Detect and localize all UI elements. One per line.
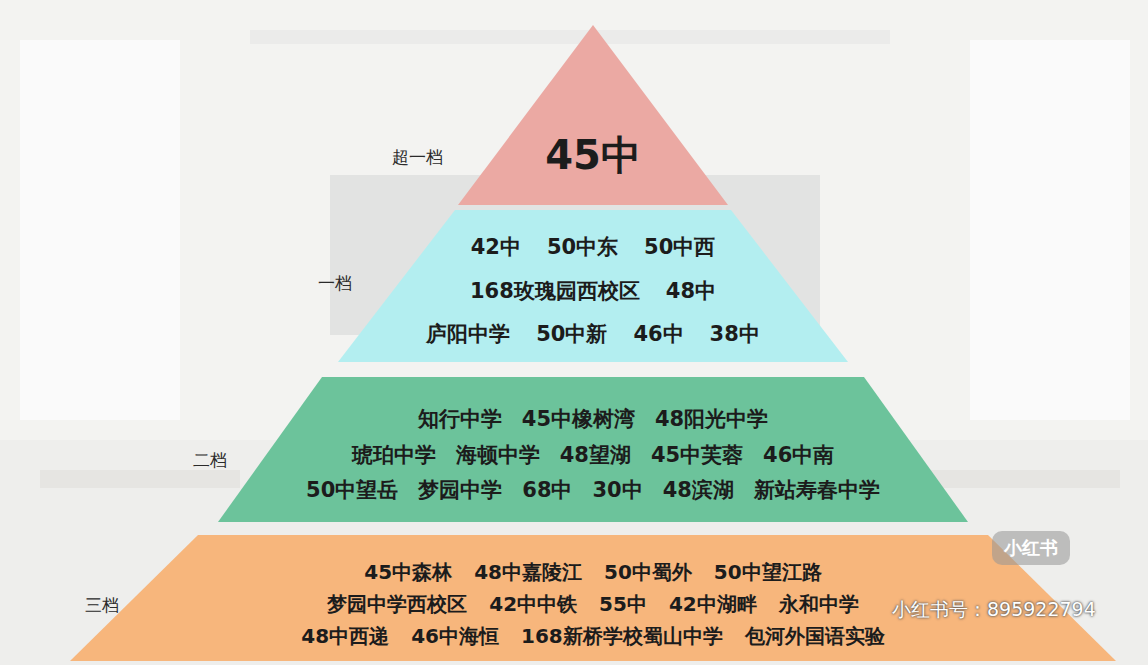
school-name: 海顿中学 — [456, 443, 540, 468]
school-name: 50中蜀外 — [604, 560, 692, 584]
tier-label: 二档 — [193, 449, 227, 472]
window-left — [20, 40, 180, 420]
school-name: 梦园中学 — [418, 478, 502, 503]
school-name: 新站寿春中学 — [754, 478, 880, 503]
school-name: 50中新 — [536, 322, 607, 347]
school-name: 42中中铁 — [489, 592, 577, 616]
school-name: 48滨湖 — [663, 478, 734, 503]
school-name: 46中南 — [763, 443, 834, 468]
school-name: 42中 — [471, 235, 521, 260]
school-name: 45中橡树湾 — [522, 407, 635, 432]
school-name: 48中嘉陵江 — [474, 560, 582, 584]
school-name: 68中 — [522, 478, 572, 503]
top-school-name: 45中 — [545, 131, 641, 179]
school-row: 庐阳中学 50中新 46中 38中 — [338, 322, 848, 347]
school-name: 50中西 — [644, 235, 715, 260]
tier-label: 一档 — [318, 272, 352, 295]
pyramid-tier: 一档42中50中东50中西168玫瑰园西校区48中庐阳中学50中新46中38中 — [338, 210, 848, 362]
school-name: 48阳光中学 — [655, 407, 768, 432]
pyramid-tier: 二档知行中学45中橡树湾48阳光中学琥珀中学海顿中学48望湖45中芙蓉46中南5… — [218, 377, 968, 522]
school-name: 45中芙蓉 — [651, 443, 743, 468]
school-name: 42中湖畔 — [669, 592, 757, 616]
tier-label: 三档 — [85, 594, 119, 617]
school-row: 琥珀中学海顿中学 48望湖 45中芙蓉 46中南 — [218, 443, 968, 468]
school-row: 168玫瑰园西校区 48中 — [338, 279, 848, 304]
school-name: 46中 — [633, 322, 683, 347]
school-name: 庐阳中学 — [426, 322, 510, 347]
pyramid-tier: 超一档45中 — [458, 25, 728, 205]
school-name: 168玫瑰园西校区 — [470, 279, 640, 304]
tier-band — [218, 377, 968, 522]
window-right — [970, 40, 1130, 420]
school-name: 30中 — [593, 478, 643, 503]
school-row: 知行中学 45中橡树湾 48阳光中学 — [218, 407, 968, 432]
school-name: 包河外国语实验 — [745, 624, 885, 648]
school-name: 46中海恒 — [411, 624, 499, 648]
school-name: 梦园中学西校区 — [327, 592, 467, 616]
watermark-id: 小红书号：895922794 — [892, 597, 1096, 623]
school-name: 永和中学 — [779, 592, 859, 616]
school-row: 48中西递 46中海恒 168新桥学校蜀山中学包河外国语实验 — [70, 624, 1116, 648]
school-name: 50中东 — [547, 235, 618, 260]
school-row: 50中望岳梦园中学 68中 30中 48滨湖新站寿春中学 — [218, 478, 968, 503]
tier-label: 超一档 — [392, 146, 443, 169]
school-row: 42中 50中东 50中西 — [338, 235, 848, 260]
school-name: 50中望江路 — [714, 560, 822, 584]
school-name: 45中森林 — [364, 560, 452, 584]
watermark-logo: 小红书 — [992, 531, 1070, 565]
school-name: 168新桥学校蜀山中学 — [521, 624, 723, 648]
tier-band — [70, 535, 1116, 661]
tier-band — [338, 210, 848, 362]
school-name: 琥珀中学 — [352, 443, 436, 468]
school-name: 50中望岳 — [306, 478, 398, 503]
tier-band — [458, 25, 728, 205]
school-row: 45中 — [458, 131, 728, 179]
school-name: 48中 — [666, 279, 716, 304]
school-name: 知行中学 — [418, 407, 502, 432]
ceiling-light — [250, 30, 890, 44]
school-name: 48望湖 — [560, 443, 631, 468]
school-name: 48中西递 — [301, 624, 389, 648]
school-name: 55中 — [599, 592, 647, 616]
school-row: 45中森林 48中嘉陵江 50中蜀外 50中望江路 — [70, 560, 1116, 584]
desk — [40, 470, 240, 488]
school-name: 38中 — [710, 322, 760, 347]
